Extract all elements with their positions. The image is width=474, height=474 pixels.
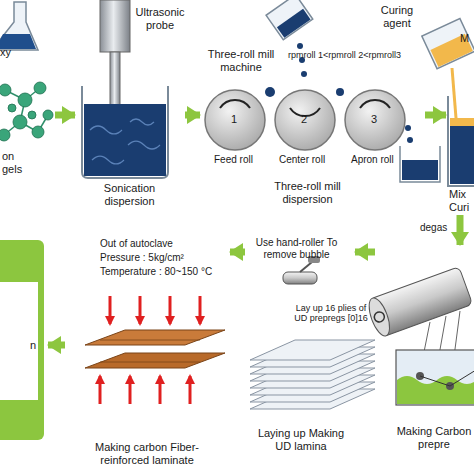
part-label: rpmroll 1<rpmroll 2<rpmroll3 <box>288 50 401 60</box>
dispersion-swirls <box>90 119 160 164</box>
curing-agent-stream <box>452 68 456 118</box>
process-stage: Curing agentMMix Curi <box>446 0 474 215</box>
pour-beaker <box>266 0 313 40</box>
part-label: Feed roll <box>214 154 253 166</box>
stage-caption: Out of autoclave <box>100 238 225 250</box>
flow-arrow <box>230 249 245 256</box>
stage-caption: Pressure : 5kg/cm² <box>100 252 225 264</box>
stage-caption: M <box>460 32 474 45</box>
flow-arrow <box>457 215 464 245</box>
stage-caption: Temperature : 80~150 °C <box>100 266 225 278</box>
beaker <box>82 86 168 178</box>
mill-rolls <box>205 90 405 150</box>
mixing-beaker <box>448 96 474 186</box>
curing-agent-beaker <box>422 18 474 68</box>
prepreg-path <box>420 370 474 386</box>
laminate-top-plate <box>85 330 225 345</box>
result-panel <box>0 240 44 440</box>
stage-caption: on gels <box>2 150 28 175</box>
dispersion-liquid <box>84 104 166 176</box>
nanogel-atoms <box>0 82 53 141</box>
mill-output-liquid <box>402 160 438 180</box>
flow-arrow <box>55 112 75 119</box>
mixture-liquid <box>450 126 474 184</box>
mill-output-beaker <box>400 146 440 182</box>
flask <box>0 2 38 50</box>
resin-bath <box>396 350 474 405</box>
pressure-arrows <box>100 296 200 404</box>
stage-caption: Mix Curi <box>449 188 474 213</box>
part-label: 3 <box>371 113 377 126</box>
stage-caption: Laying up Making UD lamina <box>253 427 349 452</box>
laminate-bottom-plate <box>85 353 225 368</box>
fiber-spool <box>365 267 473 339</box>
stage-caption: Making carbon Fiber-reinforced laminate <box>77 441 217 466</box>
flow-arrow <box>355 249 375 256</box>
stage-caption: Curing agent <box>366 4 428 29</box>
stage-caption: Ultrasonic probe <box>130 6 190 31</box>
part-label: 1 <box>231 113 237 126</box>
flow-arrow <box>48 342 65 349</box>
stage-caption: Lay up 16 plies of UD prepregs [0]16 <box>291 303 371 324</box>
stage-caption: Three-roll mill machine <box>200 48 282 73</box>
resin-liquid <box>397 376 474 404</box>
flow-arrow <box>425 112 446 119</box>
process-stage: Out of autoclavePressure : 5kg/cm² Temper… <box>65 235 230 474</box>
ultrasonic-probe <box>100 0 130 52</box>
stage-caption: xy <box>0 46 30 59</box>
process-stage: Ultrasonic probeSonication dispersion <box>75 0 185 210</box>
part-label: 2 <box>301 113 307 126</box>
laminate-fibers <box>100 340 200 362</box>
stage-caption: Use hand-roller To remove bubble <box>249 237 344 260</box>
flow-arrow <box>185 112 200 119</box>
part-label: degas <box>420 222 447 234</box>
process-stage: Three-roll mill machineThree-roll mill d… <box>200 0 425 215</box>
hand-roller <box>283 256 320 284</box>
stage-caption: Making Carbon prepre <box>394 425 474 450</box>
process-stage: xy on gels <box>0 0 55 190</box>
stage-caption: Three-roll mill dispersion <box>260 180 355 205</box>
stage-caption: Sonication dispersion <box>92 182 167 207</box>
prepreg-stack <box>250 340 375 409</box>
curing-agent-layer <box>450 118 474 126</box>
mill-output-drops <box>405 125 413 143</box>
paste-between-rolls <box>265 87 344 97</box>
part-label: Apron roll <box>351 154 394 166</box>
process-stage: Use hand-roller To remove bubbleLay up 1… <box>245 235 355 474</box>
process-stage: n <box>0 235 48 440</box>
process-stage: Making Carbon prepre <box>375 245 474 470</box>
stage-caption: n <box>30 339 40 352</box>
part-label: Center roll <box>279 154 325 166</box>
